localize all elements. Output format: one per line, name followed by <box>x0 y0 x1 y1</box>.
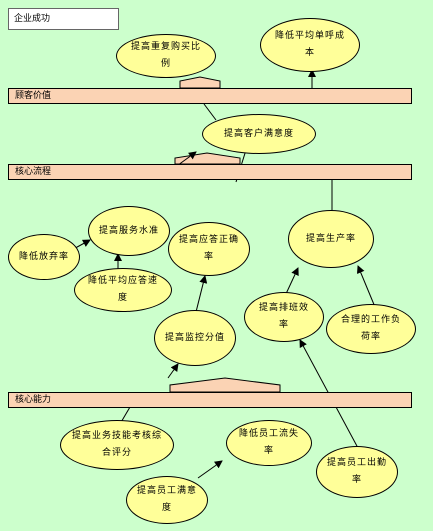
node-workload-rationality: 合理的工作负荷率 <box>326 304 416 354</box>
node-unit-call-cost: 降低平均单呼成本 <box>260 18 360 72</box>
node-response-accuracy: 提高应答正确率 <box>168 222 250 276</box>
node-staff-attendance: 提高员工出勤率 <box>316 446 398 498</box>
node-repurchase-ratio: 提高重复购买比例 <box>116 34 216 78</box>
arrow-to-monitoring <box>167 363 179 379</box>
diagram-title: 企业成功 <box>8 8 119 30</box>
node-service-level: 提高服务水准 <box>88 206 170 256</box>
band-arrow-core-capability <box>169 377 281 393</box>
node-avg-answer-speed: 降低平均应答速度 <box>74 268 172 312</box>
node-business-assessment: 提高业务技能考核综合评分 <box>60 420 174 470</box>
node-monitoring-score: 提高监控分值 <box>154 310 236 366</box>
node-scheduling-efficiency: 提高排班效率 <box>244 292 324 342</box>
band-core-process: 核心流程 <box>8 164 412 180</box>
node-abandon-rate: 降低放弃率 <box>8 234 80 280</box>
arrow-scheduling-to-productivity <box>284 267 299 297</box>
arrow-workload-to-productivity <box>356 265 376 308</box>
node-customer-satisfaction: 提高客户满意度 <box>202 114 316 154</box>
node-staff-turnover: 降低员工流失率 <box>226 420 312 466</box>
arrow-satisfaction-to-turnover <box>197 460 223 479</box>
band-arrow-customer-value <box>179 76 221 89</box>
node-staff-satisfaction: 提高员工满意度 <box>126 476 208 524</box>
band-core-capability: 核心能力 <box>8 392 412 408</box>
band-arrow-core-process <box>174 152 241 165</box>
node-productivity: 提高生产率 <box>288 210 374 268</box>
band-customer-value: 顾客价值 <box>8 88 412 104</box>
arrow-monitoring-to-accuracy <box>195 275 208 313</box>
line-satisfaction-to-band <box>203 103 217 121</box>
